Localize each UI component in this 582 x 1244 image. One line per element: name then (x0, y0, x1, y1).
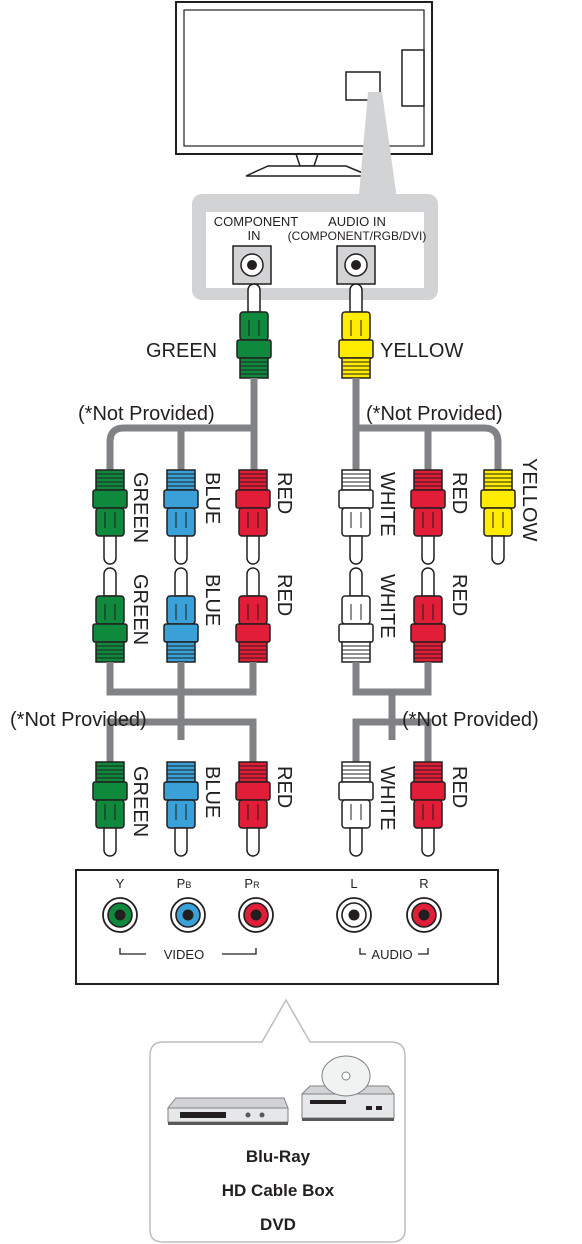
jack-label-3: L (350, 876, 357, 891)
not-provided-label-3: (*Not Provided) (10, 709, 147, 731)
row1-red-label: RED (273, 472, 295, 514)
jack-3: L (336, 876, 372, 933)
row1-green-plug (92, 469, 128, 565)
not-provided-label-1: (*Not Provided) (78, 403, 215, 425)
jack-4: R (406, 876, 442, 933)
row2-green-plug (92, 567, 128, 663)
bluray-player-icon (166, 1097, 289, 1125)
row1-yellow-label: YELLOW (518, 458, 540, 541)
row2-green-label: GREEN (129, 574, 151, 645)
row1-white-plug (338, 469, 374, 565)
lower-splitter-cables (106, 662, 432, 762)
jack-label-2: PR (244, 876, 260, 891)
row1-red-plug (235, 469, 271, 565)
row2-red-label: RED (273, 574, 295, 616)
jack-label-0: Y (116, 876, 125, 891)
row1-red-audio-plug (410, 469, 446, 565)
device-name-cable-box: HD Cable Box (222, 1181, 335, 1200)
row3-white-label: WHITE (376, 766, 398, 830)
upper-splitter-cables (106, 378, 502, 478)
audio-bracket (359, 948, 429, 955)
row3-green-label: GREEN (129, 766, 151, 837)
dvd-player-icon (300, 1055, 395, 1121)
row2-blue-label: BLUE (201, 574, 223, 626)
jack-0: Y (102, 876, 138, 933)
row3-blue-label: BLUE (201, 766, 223, 818)
jack-group: Y PB PR L R (102, 876, 442, 933)
row2-red-audio-label: RED (448, 574, 470, 616)
green-cable-label: GREEN (146, 340, 217, 362)
row1-red-audio-label: RED (448, 472, 470, 514)
row1-blue-plug (163, 469, 199, 565)
yellow-cable-label: YELLOW (380, 340, 463, 362)
row3-red-plug (235, 761, 271, 857)
row3-red-label: RED (273, 766, 295, 808)
row3-green-plug (92, 761, 128, 857)
row1-green-label: GREEN (129, 472, 151, 543)
tv-callout-pointer (358, 92, 398, 206)
jack-label-4: R (419, 876, 428, 891)
audio-in-label-2: (COMPONENT/RGB/DVI) (288, 229, 427, 243)
jack-label-1: PB (177, 876, 192, 891)
not-provided-label-4: (*Not Provided) (402, 709, 539, 731)
video-bracket (119, 948, 257, 955)
row2-white-plug (338, 567, 374, 663)
row1-yellow-plug (480, 469, 516, 565)
jack-1: PB (170, 876, 206, 933)
component-in-label: COMPONENT (214, 214, 299, 229)
row3-red-audio-label: RED (448, 766, 470, 808)
row3-red-audio-plug (410, 761, 446, 857)
row2-blue-plug (163, 567, 199, 663)
device-name-dvd: DVD (260, 1215, 296, 1234)
row3-white-plug (338, 761, 374, 857)
row1-white-label: WHITE (376, 472, 398, 536)
row2-white-label: WHITE (376, 574, 398, 638)
row2-red-audio-plug (410, 567, 446, 663)
row3-blue-plug (163, 761, 199, 857)
device-name-bluray: Blu-Ray (246, 1147, 311, 1166)
tv-icon (175, 1, 433, 177)
row1-blue-label: BLUE (201, 472, 223, 524)
row2-red-plug (235, 567, 271, 663)
jack-2: PR (238, 876, 274, 933)
component-in-label-2: IN (248, 228, 261, 243)
not-provided-label-2: (*Not Provided) (366, 403, 503, 425)
audio-group-label: AUDIO (371, 947, 412, 962)
audio-in-label: AUDIO IN (328, 214, 386, 229)
video-group-label: VIDEO (164, 947, 204, 962)
tv-input-panel (192, 194, 438, 300)
